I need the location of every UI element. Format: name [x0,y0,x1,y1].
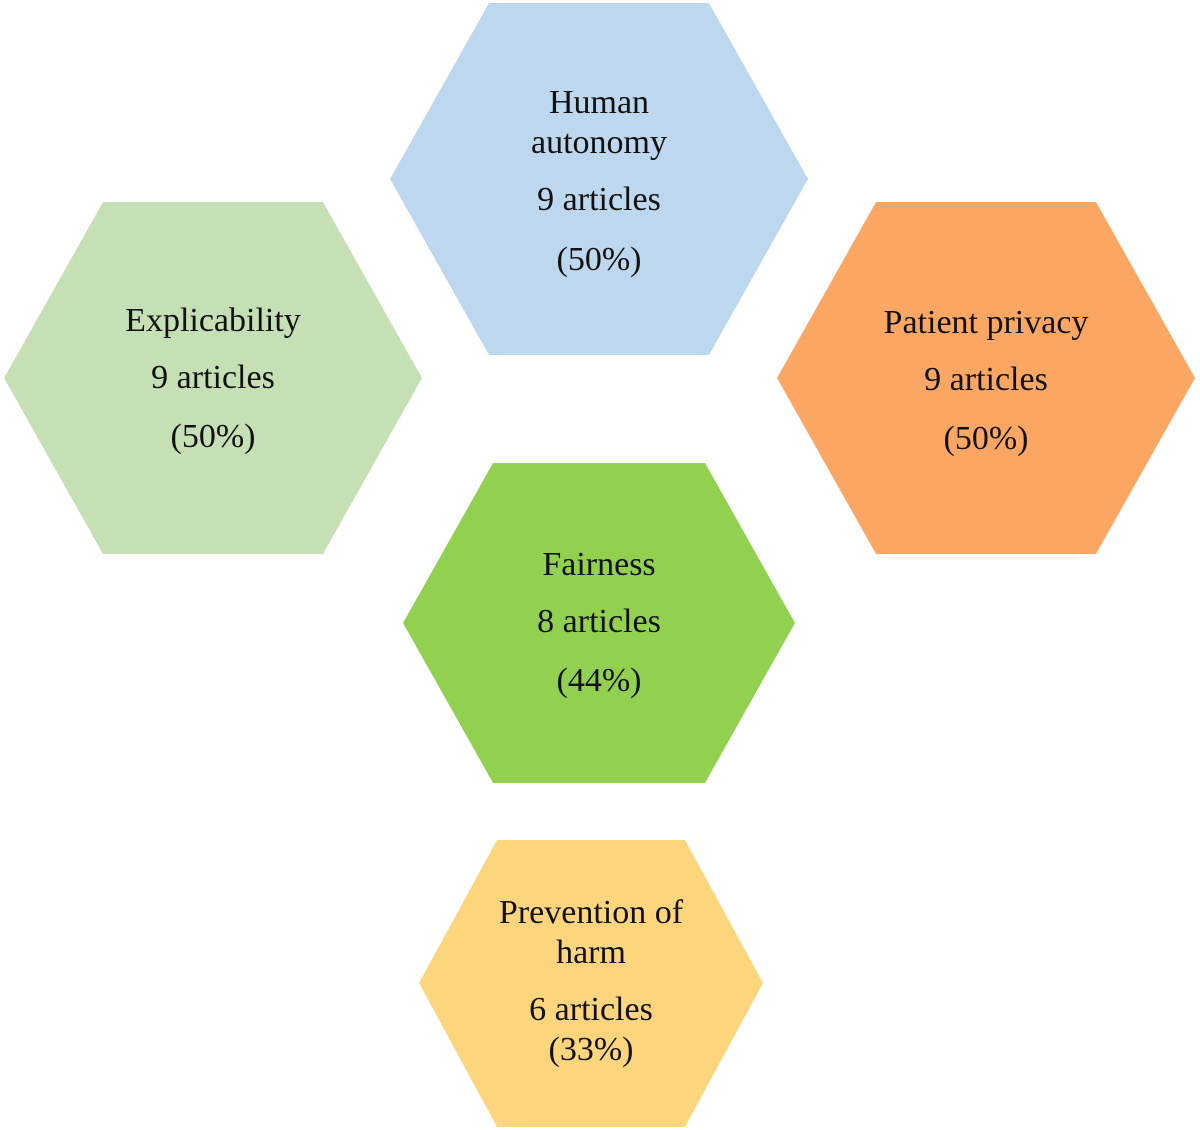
hexagon-label-fairness: Fairness 8 articles (44%) [403,545,795,701]
hexagon-shape-prevention-of-harm [419,840,763,1127]
hexagon-fairness: Fairness 8 articles (44%) [403,463,795,783]
node-percentage: (50%) [556,241,642,278]
hexagon-human-autonomy: Human autonomy 9 articles (50%) [390,3,808,355]
node-percentage: (33%) [548,1031,634,1068]
node-title-line-2: harm [556,934,626,971]
hexagon-prevention-of-harm: Prevention of harm 6 articles (33%) [419,840,763,1127]
node-article-count: 9 articles [537,181,661,218]
hexagon-shape-fairness [403,463,795,783]
hexagon-label-explicability: Explicability 9 articles (50%) [4,301,422,457]
node-title-line-1: Human [548,84,650,121]
hexagon-patient-privacy: Patient privacy 9 articles (50%) [777,202,1195,554]
hexagon-shape-patient-privacy [777,202,1195,554]
node-percentage: (50%) [943,420,1029,457]
node-title: Explicability [125,302,301,339]
hexagon-shape-explicability [4,202,422,554]
hexagon-shape-human-autonomy [390,3,808,355]
node-title: Fairness [542,546,656,583]
hexagon-label-patient-privacy: Patient privacy 9 articles (50%) [777,303,1195,459]
node-percentage: (44%) [556,662,642,699]
node-title: Patient privacy [883,304,1089,341]
hexagon-explicability: Explicability 9 articles (50%) [4,202,422,554]
node-article-count: 9 articles [924,361,1048,398]
node-article-count: 6 articles [529,991,653,1028]
node-article-count: 8 articles [537,603,661,640]
node-percentage: (50%) [170,418,256,455]
hexagon-label-human-autonomy: Human autonomy 9 articles (50%) [390,83,808,280]
node-article-count: 9 articles [151,359,275,396]
node-title-line-1: Prevention of [498,894,684,931]
hexagon-label-prevention-of-harm: Prevention of harm 6 articles (33%) [419,893,763,1070]
node-title-line-2: autonomy [531,124,667,161]
